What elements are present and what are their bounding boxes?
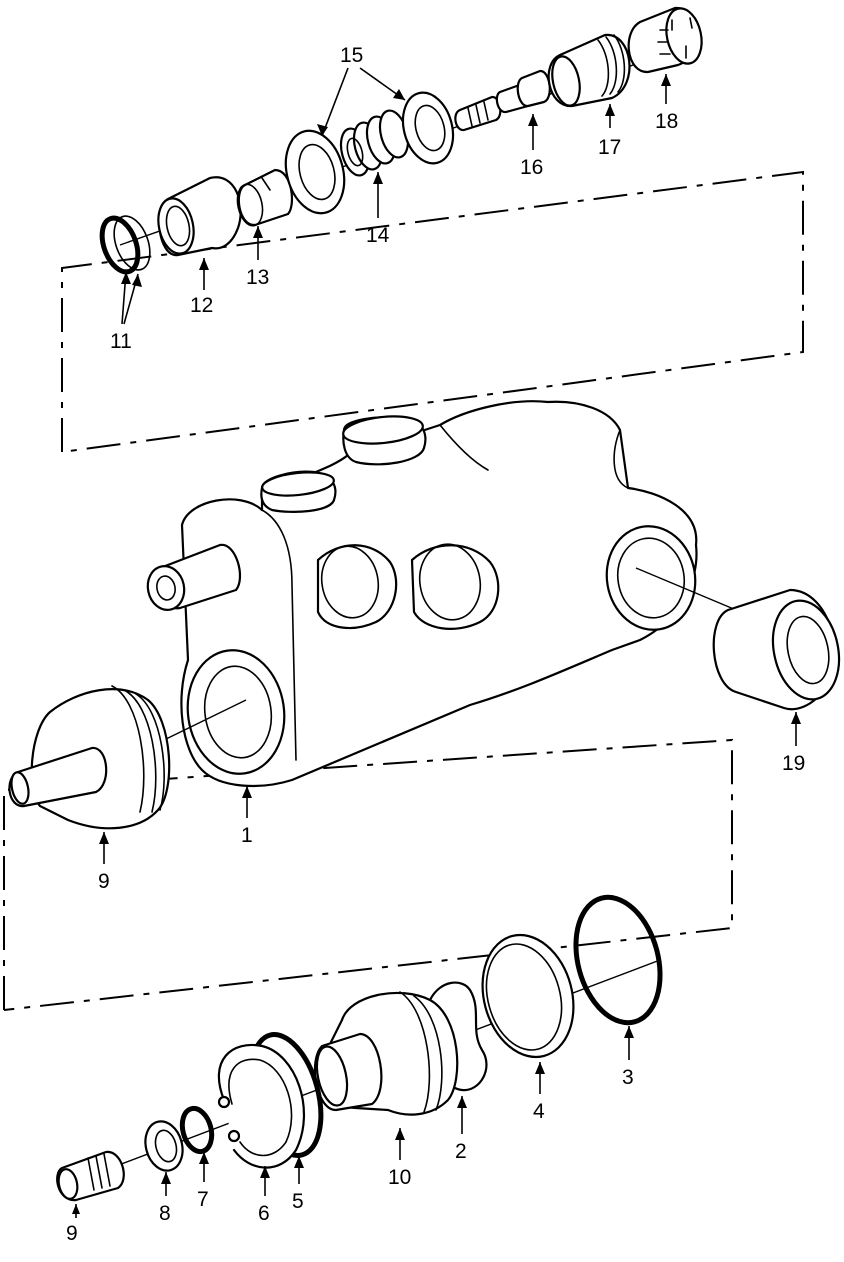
part-19-end-cap: [712, 588, 841, 711]
callout-4: 4: [533, 1100, 545, 1123]
part-7-o-ring: [179, 1105, 215, 1155]
part-9-piston-upper: [8, 685, 171, 830]
callout-19: 19: [782, 752, 805, 775]
part-18-cap-nut: [627, 6, 703, 74]
body-left-axis: [163, 699, 247, 741]
part-17-plug: [547, 33, 631, 108]
upper-group-phantom-line: [61, 170, 804, 453]
part-1-valve-body: [146, 400, 698, 788]
callout-1: 1: [241, 824, 253, 847]
part-14-spring: [339, 109, 410, 177]
callout-8: 8: [159, 1202, 171, 1225]
part-9-plug-lower: [56, 1150, 125, 1202]
callout-13: 13: [246, 266, 269, 289]
callout-5: 5: [292, 1190, 304, 1213]
callout-14: 14: [366, 224, 390, 247]
callout-11: 11: [110, 330, 132, 353]
callout-17: 17: [598, 136, 621, 159]
callout-3: 3: [622, 1066, 634, 1089]
arrowheads: [72, 74, 801, 1214]
part-3-o-ring: [573, 894, 663, 1026]
callout-labels: 15 18 17 16 14 13 12 11 19 1 9 3 4 2 10 …: [66, 44, 805, 1245]
callout-9-upper: 9: [98, 870, 110, 893]
part-16-valve: [454, 69, 551, 132]
part-15-washer-front: [284, 129, 346, 215]
callout-12: 12: [190, 294, 213, 317]
callout-10: 10: [388, 1166, 411, 1189]
part-11-rings: [99, 215, 151, 275]
part-15-washer-rear: [401, 91, 455, 165]
callout-18: 18: [655, 110, 678, 133]
part-4-seal-ring: [481, 933, 575, 1059]
part-13-bushing: [236, 168, 294, 227]
part-10-piston-cup: [313, 991, 459, 1116]
callout-16: 16: [520, 156, 543, 179]
callout-9-lower: 9: [66, 1222, 78, 1245]
part-8-bushing: [144, 1120, 184, 1172]
part-12-sleeve: [157, 176, 242, 257]
callout-7: 7: [197, 1188, 209, 1211]
part-6-snap-ring: [217, 1043, 306, 1169]
callout-15: 15: [340, 44, 363, 67]
callout-6: 6: [258, 1202, 270, 1225]
callout-2: 2: [455, 1140, 467, 1163]
